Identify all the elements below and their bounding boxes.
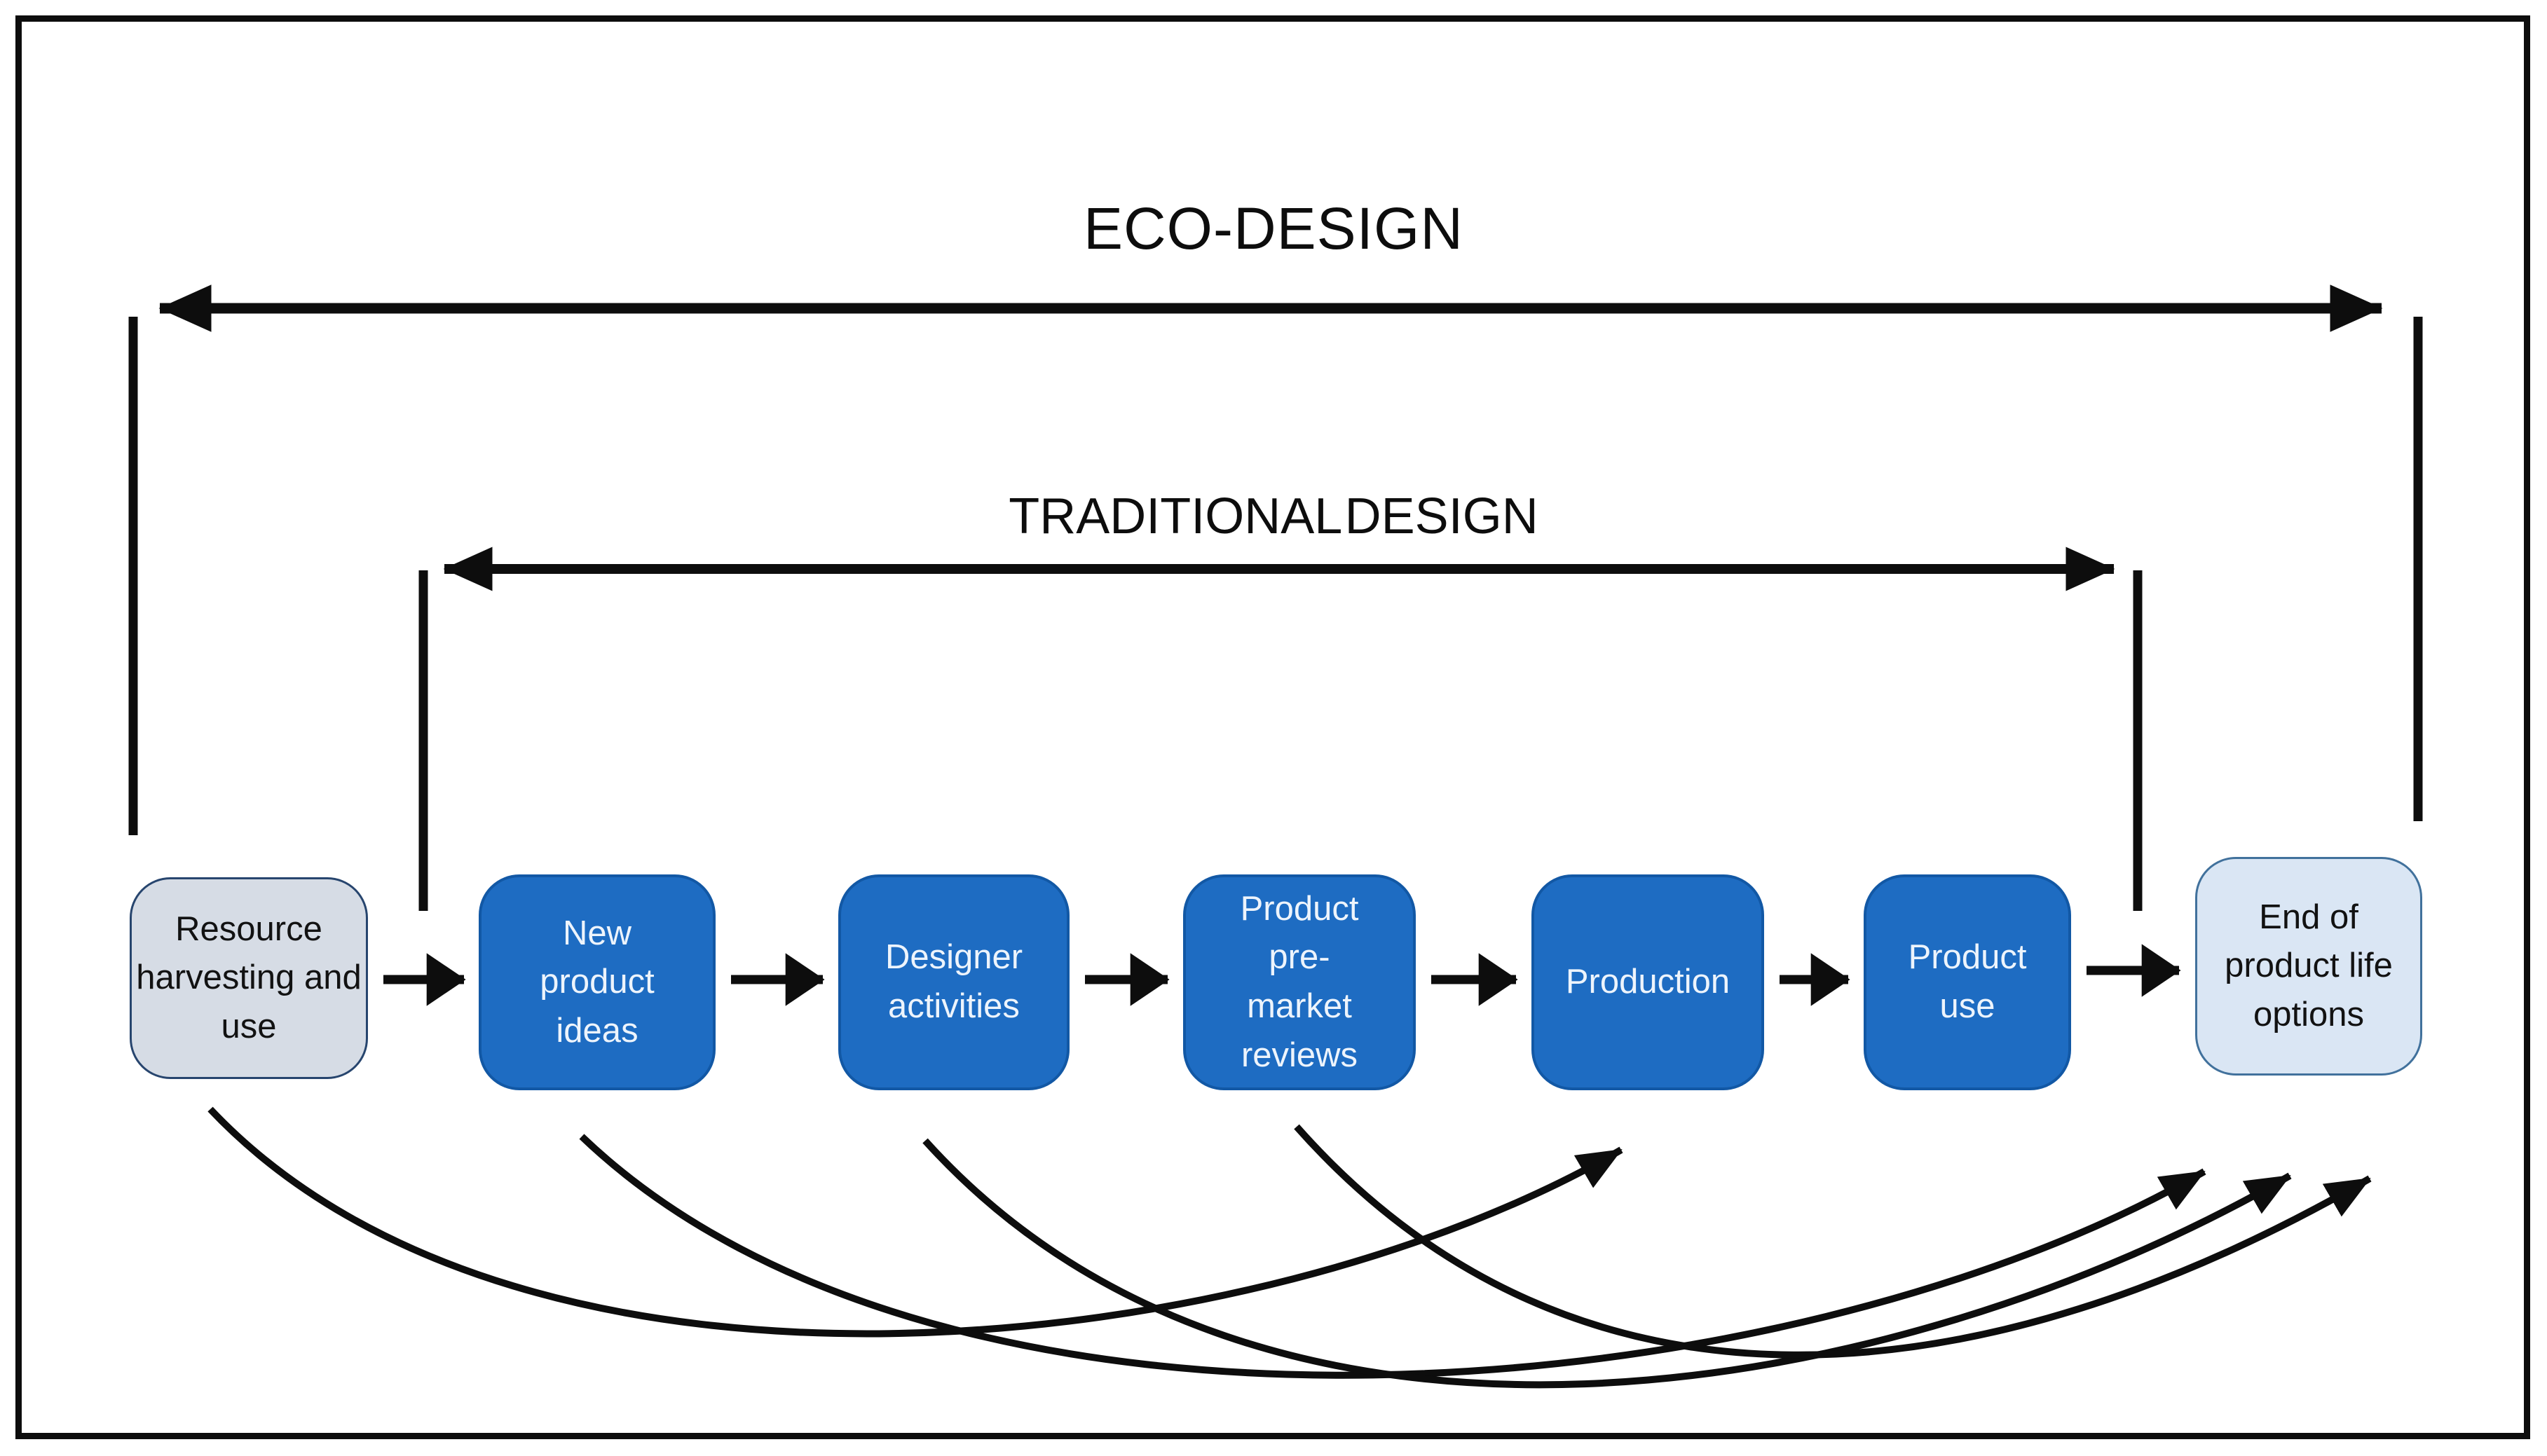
node-label: Product pre-market reviews	[1240, 889, 1359, 1074]
node-label: New product ideas	[540, 914, 655, 1050]
node-designer-activities: Designer activities	[838, 874, 1070, 1090]
node-resource-harvesting: Resource harvesting and use	[130, 877, 368, 1079]
node-label: Designer activities	[885, 938, 1023, 1025]
traditional-design-title: TRADITIONAL DESIGN	[1009, 488, 1538, 544]
node-label: Resource harvesting and use	[136, 909, 362, 1045]
feedback-curve-designer-to-eol	[922, 1138, 2292, 1389]
node-new-product-ideas: New product ideas	[479, 874, 716, 1090]
node-product-premarket-reviews: Product pre-market reviews	[1183, 874, 1416, 1090]
feedback-curve-resource-to-production	[207, 1106, 1623, 1338]
node-end-of-product-life: End of product life options	[2195, 857, 2422, 1076]
node-product-use: Product use	[1864, 874, 2071, 1090]
node-label: End of product life options	[2225, 898, 2393, 1033]
feedback-curve-premarket-to-eol	[1294, 1124, 2372, 1359]
node-label: Product use	[1908, 938, 2027, 1025]
node-production: Production	[1531, 874, 1764, 1090]
outer-frame	[15, 15, 2530, 1439]
node-label: Production	[1565, 963, 1730, 1001]
eco-design-title: ECO-DESIGN	[1083, 195, 1464, 261]
